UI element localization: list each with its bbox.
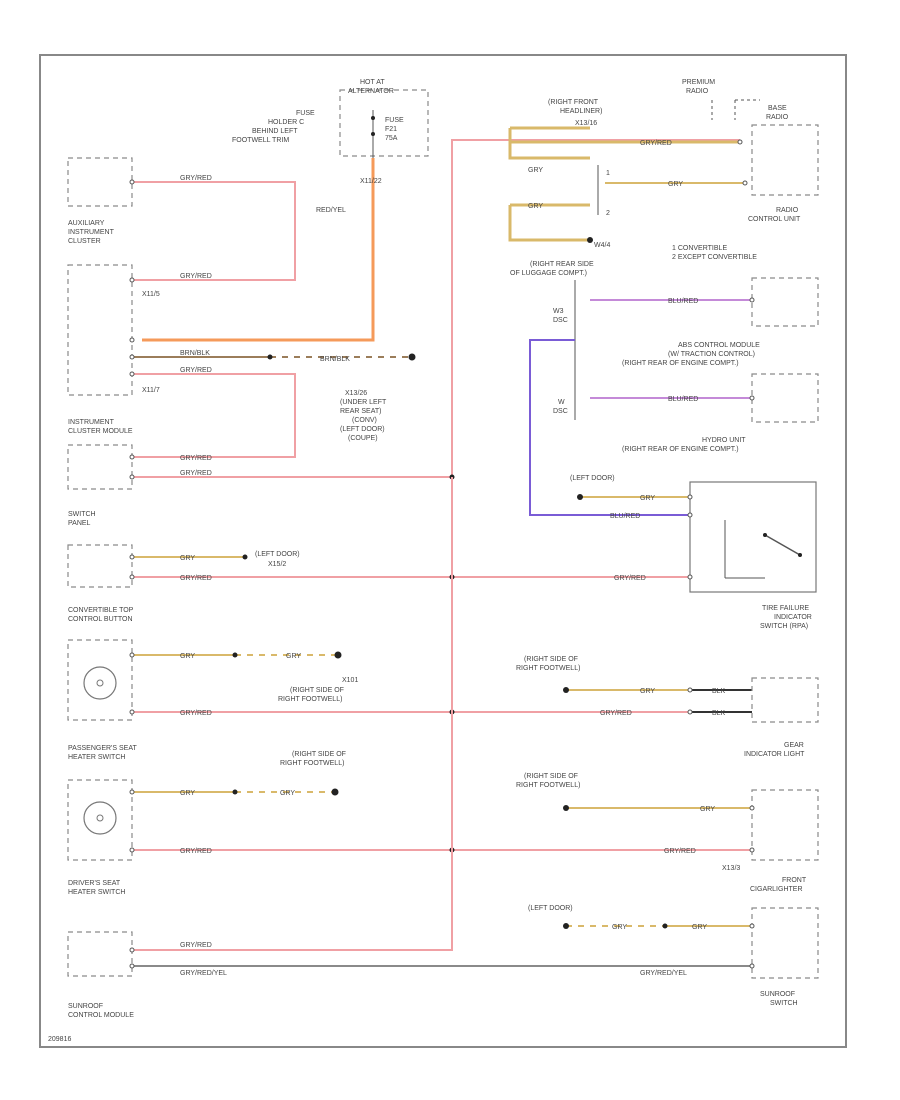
gear-gry-red: GRY/RED xyxy=(600,710,632,717)
sun-gry-1: GRY xyxy=(612,924,627,931)
sun-gry-red: GRY/RED xyxy=(180,942,212,949)
wire-red-yel-feed xyxy=(142,158,375,342)
left-door-2: (LEFT DOOR)X15/2 xyxy=(255,551,300,568)
hydraulic-unit-label: HYDRO UNIT(RIGHT REAR OF ENGINE COMPT.) xyxy=(622,437,746,453)
gear-gry: GRY xyxy=(640,688,655,695)
conv-gry-red: GRY/RED xyxy=(180,710,212,717)
radio-gry-3: GRY xyxy=(668,181,683,188)
gry-red-label-5: GRY/RED xyxy=(180,455,212,462)
sun-gry-2: GRY xyxy=(692,924,707,931)
switch-2: 2 xyxy=(606,210,610,217)
switch-gry: GRY xyxy=(180,555,195,562)
switch-gry-red: GRY/RED xyxy=(180,575,212,582)
aux-wire-label-2: GRY/RED xyxy=(180,273,212,280)
x11-label: X11/22 xyxy=(360,178,382,185)
radio-gry-2: GRY xyxy=(528,203,543,210)
pass-gry-red: GRY/RED xyxy=(180,848,212,855)
gry-red-label-4: GRY/RED xyxy=(180,470,212,477)
red-yel-label: RED/YEL xyxy=(316,207,346,214)
cigar-gry: GRY xyxy=(700,806,715,813)
switch-1: 1 xyxy=(606,170,610,177)
brn-blk-label-1: BRN/BLK xyxy=(180,350,210,357)
pass-gry-1: GRY xyxy=(180,790,195,797)
sub-2-label: X11/7 xyxy=(142,387,160,394)
brn-blk-label-2: BRN/BLK xyxy=(320,356,350,363)
blu-red-1: BLU/RED xyxy=(668,298,698,305)
sun-gry-red-yel-1: GRY/RED/YEL xyxy=(180,970,227,977)
diagram-border xyxy=(39,54,847,1048)
conv-gry-2: GRY xyxy=(286,653,301,660)
gry-red-label-3: GRY/RED xyxy=(180,367,212,374)
sub-4-label: X13/3 xyxy=(722,865,740,872)
blu-red-2: BLU/RED xyxy=(668,396,698,403)
abs-module-label: ABS CONTROL MODULE(W/ TRACTION CONTROL)(… xyxy=(622,342,760,367)
left-door-3: (LEFT DOOR) xyxy=(528,905,573,912)
sub-1-label: X11/5 xyxy=(142,291,160,298)
gear-blk-1: BLK xyxy=(712,688,726,695)
cigar-gry-red: GRY/RED xyxy=(664,848,696,855)
blu-red-3: BLU/RED xyxy=(610,513,640,520)
conv-gry-1: GRY xyxy=(180,653,195,660)
left-door-1: (LEFT DOOR) xyxy=(570,475,615,482)
wire-aux-loop xyxy=(132,181,296,281)
connector-pins xyxy=(129,139,755,969)
gear-blk-2: BLK xyxy=(712,710,726,717)
rpa-gry: GRY xyxy=(640,495,655,502)
pass-gry-2: GRY xyxy=(280,790,295,797)
sun-gry-red-yel-2: GRY/RED/YEL xyxy=(640,970,687,977)
x13-label: X13/16 xyxy=(575,120,597,127)
radio-gry-red: GRY/RED xyxy=(640,140,672,147)
radio-gry-1: GRY xyxy=(528,167,543,174)
footer-code: 209816 xyxy=(48,1036,71,1043)
rpa-gry-red: GRY/RED xyxy=(614,575,646,582)
aux-wire-label-1: GRY/RED xyxy=(180,175,212,182)
